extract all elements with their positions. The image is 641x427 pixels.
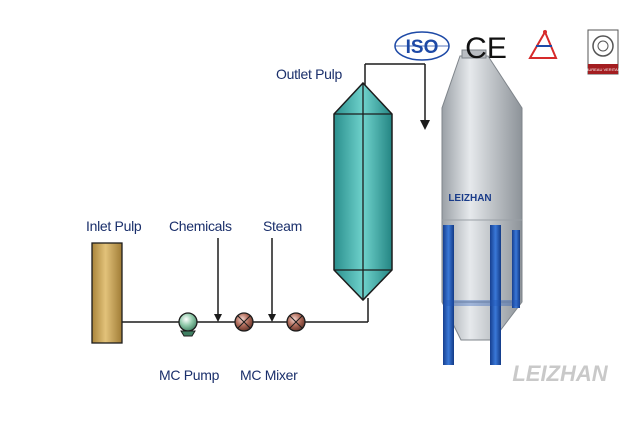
steam-label: Steam [263, 218, 302, 234]
bureau-veritas-logo: BUREAU VERITAS [586, 29, 621, 75]
heat-exchanger [333, 81, 393, 302]
tower-legs [443, 225, 520, 365]
ce-mark: CE [465, 32, 507, 65]
mc-mixer-1 [234, 312, 254, 332]
flow-arrows [214, 120, 430, 322]
mc-pump [178, 312, 198, 337]
china-certification-icon [528, 29, 558, 59]
iso-text: ISO [406, 37, 439, 58]
watermark-logo: LEIZHAN [512, 361, 608, 386]
outlet-pulp-label: Outlet Pulp [276, 66, 342, 82]
inlet-pulp-label: Inlet Pulp [86, 218, 142, 234]
mc-mixer-label: MC Mixer [240, 367, 298, 383]
mc-mixer-2 [286, 312, 306, 332]
chemicals-label: Chemicals [169, 218, 232, 234]
bureau-veritas-text: BUREAU VERITAS [586, 67, 621, 72]
mc-pump-label: MC Pump [159, 367, 220, 383]
tower-logo: LEIZHAN [448, 193, 491, 204]
iso-logo: ISO [394, 31, 450, 61]
inlet-pulp-tank [91, 242, 123, 344]
